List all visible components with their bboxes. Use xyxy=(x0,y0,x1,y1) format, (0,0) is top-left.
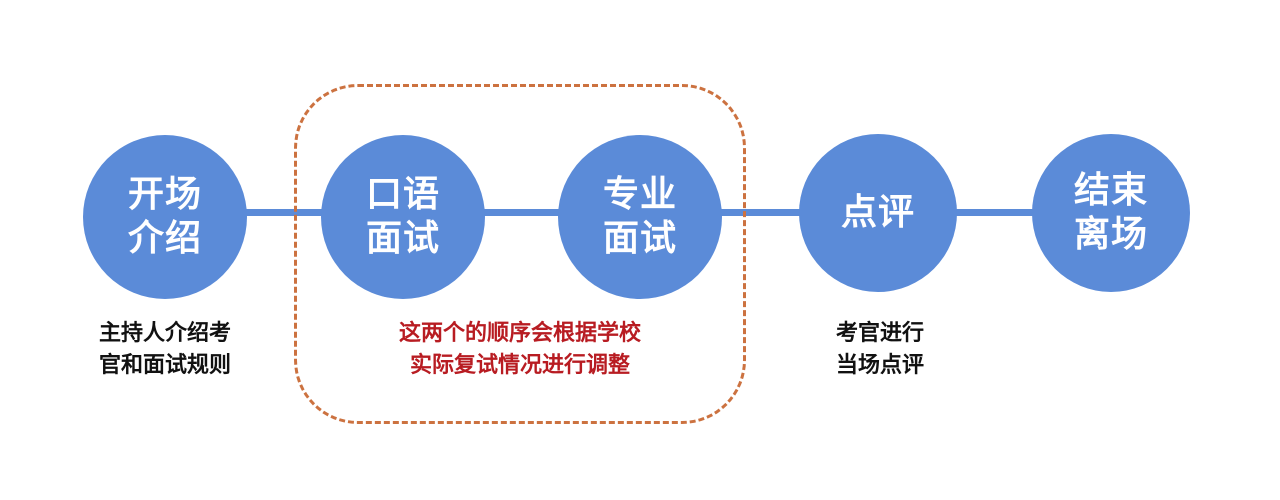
step-review-node: 点评 xyxy=(799,134,957,292)
opening-caption: 主持人介绍考 官和面试规则 xyxy=(98,321,231,378)
interview-group-dashed-box xyxy=(294,84,746,424)
step-opening-node: 开场 介绍 xyxy=(83,135,247,299)
step-oral-interview-node: 口语 面试 xyxy=(321,135,485,299)
step-professional-interview-label: 专业 面试 xyxy=(602,174,677,259)
step-review-label: 点评 xyxy=(840,192,915,233)
review-caption: 考官进行 当场点评 xyxy=(835,321,924,378)
step-professional-interview-node: 专业 面试 xyxy=(558,135,722,299)
group-order-note: 这两个的顺序会根据学校 实际复试情况进行调整 xyxy=(398,321,641,378)
step-end-label: 结束 离场 xyxy=(1073,170,1148,255)
step-end-node: 结束 离场 xyxy=(1032,134,1190,292)
step-oral-interview-label: 口语 面试 xyxy=(365,174,440,259)
step-opening-label: 开场 介绍 xyxy=(127,174,202,259)
